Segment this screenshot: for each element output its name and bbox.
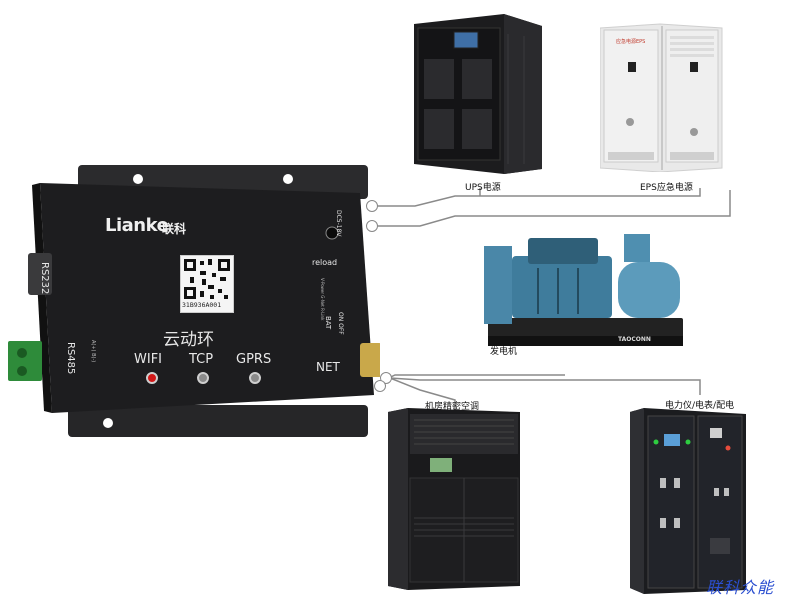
rs232-label: RS232 — [39, 262, 50, 295]
generator-label: 发电机 — [490, 347, 518, 357]
generator-image — [484, 234, 683, 346]
device-product-name: 云动环 — [163, 330, 214, 350]
bat-label: BAT — [324, 316, 332, 330]
meter-line — [389, 377, 701, 395]
on-off-label: ON OFF — [337, 312, 344, 335]
device-brand-cn: 联科 — [162, 222, 187, 236]
port-eps — [366, 220, 378, 232]
ups-label: UPS电源 — [465, 183, 501, 193]
rs485-pins-label: A(+) B(-) — [90, 340, 96, 363]
status-leds-label: V-Power G-Net R-Link — [320, 278, 325, 321]
led-label-tcp: TCP — [189, 352, 214, 367]
led-gprs — [249, 372, 261, 384]
precision-ac-label: 机房精密空调 — [425, 402, 480, 412]
ups-eps-line-top — [378, 188, 701, 207]
ac-line — [389, 377, 456, 412]
net-label: NET — [316, 360, 340, 374]
device-brand: Lianke — [105, 215, 169, 236]
led-label-wifi: WIFI — [134, 352, 162, 367]
dc-input-label: DC5-18V — [335, 210, 342, 237]
qr-code-pattern — [184, 259, 230, 299]
watermark: 联科众能 — [706, 578, 775, 597]
eps-cabinet-image — [600, 23, 723, 172]
generator-brand: TAOCONN — [618, 336, 651, 343]
rs485-label: RS485 — [65, 342, 76, 375]
qr-code-id: 31B936A001 — [182, 301, 222, 309]
qr-code: 31B936A001 — [180, 255, 234, 313]
led-tcp — [197, 372, 209, 384]
reload-label: reload — [312, 258, 338, 267]
eps-line-lower — [378, 190, 731, 227]
eps-label: EPS应急电源 — [640, 183, 693, 193]
eps-panel-text: 应急电源EPS — [616, 39, 646, 45]
led-wifi — [146, 372, 158, 384]
led-label-gprs: GPRS — [236, 352, 272, 367]
ups-cabinet-image — [414, 14, 542, 174]
precision-ac-image — [388, 408, 520, 590]
port-ups — [366, 200, 378, 212]
port-net-2 — [374, 380, 386, 392]
power-meter-label: 电力仪/电表/配电 — [665, 401, 735, 411]
power-meter-cabinet-image — [630, 408, 746, 594]
